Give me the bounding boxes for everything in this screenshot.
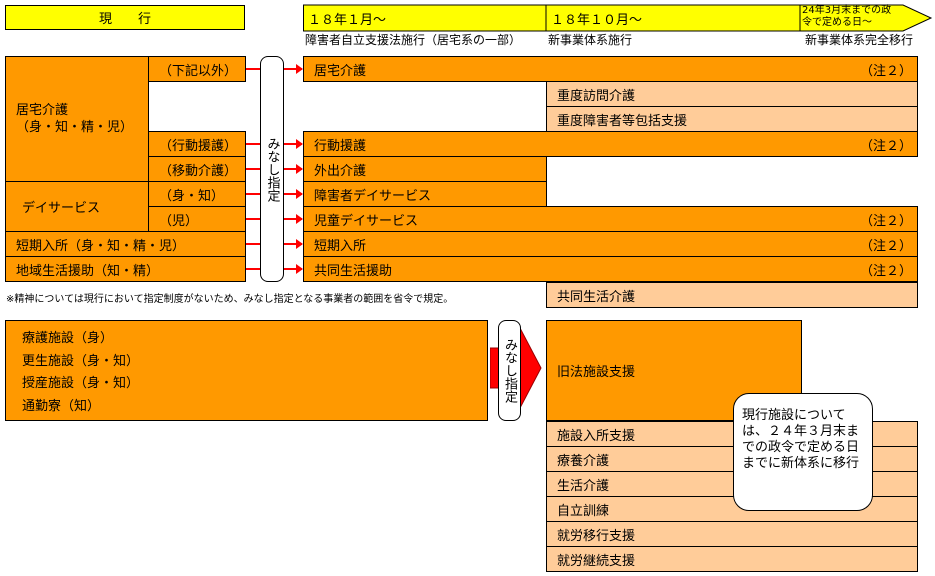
- minashi-label-bottom: みなし指定: [498, 320, 521, 421]
- facility-item: 更生施設（身・知）: [22, 353, 140, 369]
- facilities-box: 療護施設（身） 更生施設（身・知） 授産施設（身・知） 通勤寮（知）: [5, 320, 488, 421]
- current-header: 現 行: [5, 5, 245, 30]
- connector-line: [246, 68, 260, 70]
- label: 居宅介護: [314, 63, 367, 79]
- right-severe-visit: 重度訪問介護: [546, 81, 918, 107]
- arrow-right-icon: [284, 264, 303, 274]
- callout-transition-note: 現行施設については、２４年３月末までの政令で定める日までに新体系に移行: [733, 393, 873, 511]
- arrow-right-icon: [284, 189, 303, 199]
- phase3-label: 24年3月末までの政令で定める日～: [802, 5, 892, 28]
- right-child-day: 児童デイサービス （注２）: [303, 206, 918, 232]
- left-other: （下記以外）: [148, 56, 246, 82]
- facility-item: 療護施設（身）: [22, 330, 114, 346]
- connector-line: [246, 168, 260, 170]
- note: （注２）: [860, 238, 913, 254]
- label: 共同生活援助: [314, 263, 393, 279]
- label: 児童デイサービス: [314, 213, 419, 229]
- right-disabled-day: 障害者デイサービス: [303, 181, 547, 207]
- right-outing: 外出介護: [303, 156, 547, 182]
- right-group-home-aid: 共同生活援助 （注２）: [303, 256, 918, 282]
- right-behavior: 行動援護 （注２）: [303, 131, 918, 157]
- label: 短期入所: [314, 238, 367, 254]
- arrow-right-icon: [284, 164, 303, 174]
- left-behavior: （行動援護）: [148, 131, 246, 157]
- note: （注２）: [860, 63, 913, 79]
- left-mobility: （移動介護）: [148, 156, 246, 182]
- note: （注２）: [860, 138, 913, 154]
- facility-item: 通勤寮（知）: [22, 399, 101, 415]
- arrow-right-icon: [284, 214, 303, 224]
- left-home-care: 居宅介護 （身・知・精・児）: [5, 56, 149, 182]
- connector-line: [246, 268, 260, 270]
- facility-item: 授産施設（身・知）: [22, 376, 140, 392]
- left-short-stay: 短期入所（身・知・精・児）: [5, 231, 246, 257]
- phase3-sub: 新事業体系完全移行: [805, 33, 914, 47]
- connector-line: [246, 218, 260, 220]
- note: （注２）: [860, 263, 913, 279]
- left-day-child: （児）: [148, 206, 246, 232]
- connector-line: [246, 143, 260, 145]
- label: 行動援護: [314, 138, 367, 154]
- minashi-label-top: みなし指定: [260, 56, 284, 282]
- new-service-row: 就労継続支援: [546, 546, 918, 572]
- footnote: ※精神については現行において指定制度がないため、みなし指定となる事業者の範囲を省…: [6, 294, 454, 305]
- connector-line: [246, 243, 260, 245]
- right-home-care: 居宅介護 （注２）: [303, 56, 918, 82]
- phase2-sub: 新事業体系施行: [548, 33, 633, 47]
- phase2-label: １８年１０月～: [551, 13, 643, 28]
- right-group-home-care: 共同生活介護: [546, 282, 918, 308]
- arrow-right-icon: [284, 239, 303, 249]
- left-community: 地域生活援助（知・精）: [5, 256, 246, 282]
- note: （注２）: [860, 213, 913, 229]
- left-day-mk: （身・知）: [148, 181, 246, 207]
- phase1-label: １８年１月～: [308, 13, 387, 28]
- arrow-right-icon: [284, 139, 303, 149]
- phase1-sub: 障害者自立支援法施行（居宅系の一部）: [305, 33, 522, 47]
- right-short-stay: 短期入所 （注２）: [303, 231, 918, 257]
- connector-line: [246, 193, 260, 195]
- new-service-row: 就労移行支援: [546, 521, 918, 547]
- right-severe-package: 重度障害者等包括支援: [546, 106, 918, 132]
- timeline-arrow: [303, 4, 933, 32]
- arrow-right-icon: [284, 64, 303, 74]
- left-day-service: デイサービス: [5, 181, 149, 232]
